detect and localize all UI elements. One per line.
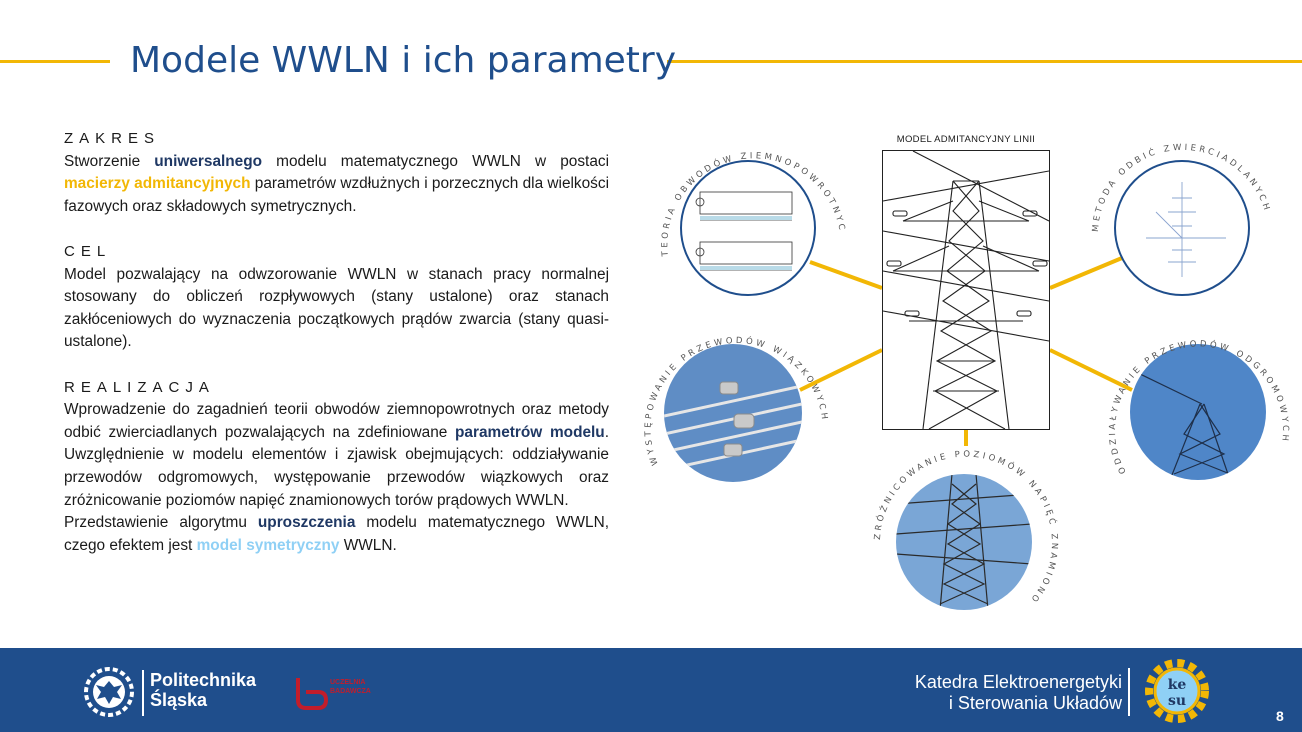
tower-photo-icon [896, 474, 1032, 610]
center-box-label: MODEL ADMITANCYJNY LINII [896, 134, 1036, 145]
arc-label-c4: ODDZIAŁYWANIE PRZEWODÓW ODGROMOWYCH [1108, 338, 1290, 475]
research-university-line2: BADAWCZA [330, 688, 371, 695]
circle-earth-return-circuits [680, 160, 816, 296]
slide-title: Modele WWLN i ich parametry [130, 40, 677, 81]
model-diagram: MODEL ADMITANCYJNY LINII [640, 120, 1300, 620]
university-name-line1: Politechnika [150, 670, 257, 690]
text-run: . Uwzględnienie w modelu elementów i zja… [64, 423, 609, 509]
text-run: parametrów wzdłużnych i porzecznych dla … [64, 175, 609, 215]
connector-lines [799, 256, 1133, 446]
emphasis-yellow: macierzy admitancyjnych [64, 175, 251, 193]
circle-mirror-method [1114, 160, 1250, 296]
connector-c2 [1049, 256, 1123, 290]
section-heading-realizacja: REALIZACJA [64, 378, 215, 396]
arc-label-c1: TEORIA OBWODÓW ZIEMNOPOWROTNYCH [640, 120, 847, 258]
tower-top-icon [1139, 373, 1231, 480]
text-run: modelu matematycznego WWLN w postaci [262, 152, 609, 170]
text-column: ZAKRES Stworzenie uniwersalnego modelu m… [64, 128, 609, 557]
circle-voltage-levels [896, 474, 1032, 610]
connector-c1 [809, 260, 883, 290]
transmission-tower-icon [882, 150, 1050, 430]
department-name-line2: i Sterowania Układów [948, 693, 1122, 713]
page-number: 8 [1276, 708, 1284, 724]
paragraph-cel: Model pozwalający na odwzorowanie WWLN w… [64, 265, 609, 351]
section-heading-cel: CEL [64, 242, 112, 260]
circle-arc-labels: TEORIA OBWODÓW ZIEMNOPOWROTNYCH METODA O… [640, 120, 1290, 606]
paragraph-realizacja-1: Wprowadzenie do zagadnień teorii obwodów… [64, 399, 609, 512]
text-run: Przedstawienie algorytmu [64, 514, 258, 532]
university-name-line2: Śląska [150, 690, 208, 710]
department-name-line1: Katedra Elektroenergetyki [914, 672, 1122, 692]
logo-divider [142, 670, 144, 716]
footer-bar: Politechnika Śląska UCZELNIA BADAWCZA Ka… [0, 648, 1302, 732]
kesu-logo-text-top: ke [1168, 677, 1187, 693]
emphasis-bold: uniwersalnego [154, 152, 263, 170]
emphasis-bold: uproszczenia [257, 514, 356, 532]
emphasis-bold: parametrów modelu [455, 423, 605, 441]
research-university-label: UCZELNIA BADAWCZA [330, 678, 371, 696]
connector-c3 [799, 348, 883, 392]
text-run: Stworzenie [64, 152, 155, 170]
paragraph-realizacja-2: Przedstawienie algorytmu uproszczenia mo… [64, 512, 609, 557]
research-university-line1: UCZELNIA [330, 679, 366, 686]
section-heading-zakres: ZAKRES [64, 130, 161, 147]
circuit-schematic-icon [695, 191, 793, 271]
text-run: Wprowadzenie do zagadnień teorii obwodów… [64, 401, 609, 441]
department-name: Katedra Elektroenergetyki i Sterowania U… [915, 672, 1122, 714]
mirror-method-icon [1146, 182, 1226, 277]
paragraph-zakres: Stworzenie uniwersalnego modelu matematy… [64, 151, 609, 219]
title-rule-right [667, 60, 1302, 63]
text-run: WWLN. [339, 536, 397, 554]
bundled-conductor-icon [664, 381, 802, 472]
uczelnia-badawcza-logo-icon [296, 678, 329, 710]
kesu-logo-text-bottom: su [1168, 693, 1186, 709]
department-divider [1128, 668, 1130, 716]
university-name: Politechnika Śląska [150, 670, 256, 710]
circle-lightning-conductors [1130, 344, 1266, 480]
kesu-gear-logo-icon: ke su [1145, 659, 1209, 723]
arc-label-c3: WYSTĘPOWANIE PRZEWODÓW WIĄZKOWYCH [643, 335, 829, 467]
title-rule-left [0, 60, 110, 63]
connector-c4 [1049, 348, 1133, 392]
arc-label-c2: METODA ODBIĆ ZWIERCIADLANYCH [1091, 143, 1272, 233]
tower-drawing-box [882, 150, 1050, 430]
politechnika-eagle-logo-icon [84, 667, 134, 717]
emphasis-lightblue: model symetryczny [196, 536, 340, 554]
circle-bundled-conductors [664, 344, 802, 482]
text-run: modelu matematycznego WWLN, czego efekte… [64, 514, 609, 554]
arc-label-c5: ZRÓŻNICOWANIE POZIOMÓW NAPIĘĆ ZNAMIONOWY… [640, 120, 1060, 606]
